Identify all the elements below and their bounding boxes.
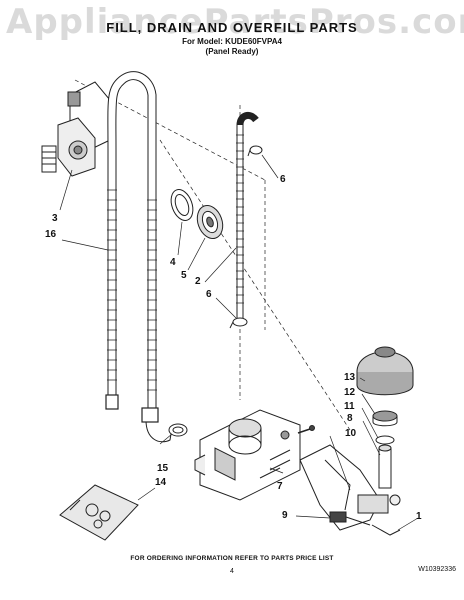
callout-5: 5 [181, 270, 187, 281]
callout-10: 10 [345, 428, 357, 439]
watermark-text: AppliancePartsPros.com [6, 2, 464, 42]
diagram-title: FILL, DRAIN AND OVERFILL PARTS [106, 20, 358, 35]
air-gap-bracket [41, 81, 111, 177]
drain-valve-bracket [299, 444, 401, 536]
hose-connector [196, 205, 224, 239]
callout-9: 9 [282, 510, 288, 521]
retainer-nut [372, 410, 398, 427]
callout-3: 3 [52, 213, 58, 224]
page-number: 4 [230, 568, 234, 575]
hose-clamp-upper [247, 145, 263, 157]
wire-connector [329, 511, 371, 526]
callout-12: 12 [344, 387, 356, 398]
hose-clamp-lower [229, 317, 248, 329]
fill-hose [236, 111, 259, 320]
callout-2: 2 [195, 276, 201, 287]
parts-kit-bag [59, 484, 139, 541]
drain-hose [105, 71, 173, 443]
callout-14: 14 [155, 477, 167, 488]
ordering-note: FOR ORDERING INFORMATION REFER TO PARTS … [130, 555, 334, 562]
callout-1: 1 [416, 511, 422, 522]
float-gasket [375, 435, 395, 445]
gasket-ring [170, 189, 194, 221]
model-line: For Model: KUDE60FVPA4 [182, 37, 282, 46]
callout-6-lower: 6 [206, 289, 212, 300]
leader-lines [59, 154, 419, 531]
callout-8: 8 [347, 413, 353, 424]
hose-clamp-15 [168, 423, 188, 437]
pump-assembly [194, 409, 301, 501]
callout-4: 4 [170, 257, 176, 268]
variant-line: (Panel Ready) [205, 47, 259, 56]
screw [297, 425, 315, 434]
callout-6-upper: 6 [280, 174, 286, 185]
callout-13: 13 [344, 372, 356, 383]
document-number: W10392336 [418, 566, 456, 573]
callout-16: 16 [45, 229, 57, 240]
callout-7: 7 [277, 481, 283, 492]
callout-11: 11 [344, 401, 355, 412]
vent-cap [356, 346, 414, 396]
callout-15: 15 [157, 463, 169, 474]
float-tube [378, 444, 392, 489]
